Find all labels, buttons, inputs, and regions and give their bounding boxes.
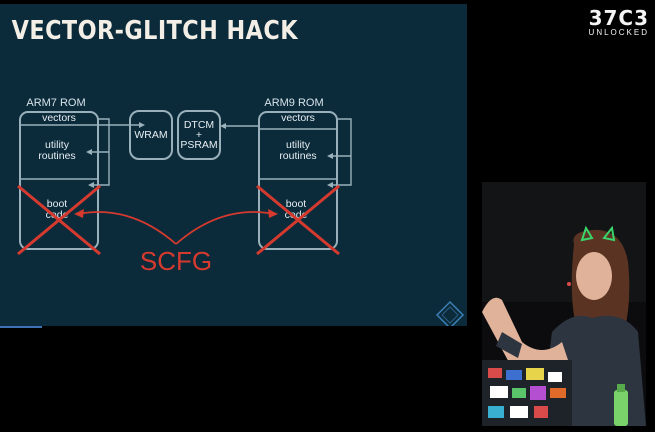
- arm9-rom-label: ARM9 ROM: [264, 97, 323, 109]
- dtcm-psram-box: [177, 110, 221, 160]
- dtcm-psram-label: DTCM+PSRAM: [180, 119, 217, 151]
- scfg-arrow-right: [175, 211, 275, 245]
- logo-sub-text: UNLOCKED: [588, 28, 649, 37]
- wram-label: WRAM: [134, 129, 167, 141]
- arm7-boot-cross: [17, 184, 101, 256]
- presentation-slide: VECTOR-GLITCH HACK ARM7 ROM vectors util…: [0, 4, 467, 326]
- scfg-label: SCFG: [140, 246, 212, 276]
- arm7-rom-label: ARM7 ROM: [26, 97, 85, 109]
- slide-progress-bar: [0, 326, 42, 328]
- arrow-head: [88, 182, 94, 188]
- logo-main-text: 37C3: [588, 6, 649, 30]
- arrow-head: [268, 209, 278, 218]
- slide-title: VECTOR-GLITCH HACK: [11, 16, 298, 46]
- arrow-head: [139, 122, 145, 128]
- event-logo: 37C3 UNLOCKED: [565, 8, 649, 38]
- arm9-reset-arrow: [329, 118, 352, 186]
- arm9-boot-cross: [256, 184, 340, 256]
- arrow-head: [327, 182, 333, 188]
- arrow-head: [220, 123, 226, 129]
- slide-nav-icon[interactable]: [435, 300, 465, 326]
- speaker-video: [482, 182, 646, 426]
- scfg-arrow-left: [77, 211, 177, 245]
- arrow-head: [74, 209, 84, 218]
- arrow-head: [327, 153, 333, 159]
- arrow-head: [86, 149, 92, 155]
- arm9-rom-box: [258, 111, 338, 250]
- wram-box: [129, 110, 173, 160]
- arm7-rom-box: [19, 111, 99, 250]
- arm9-vectors-label: vectors: [281, 112, 315, 124]
- arm7-vectors-label: vectors: [42, 112, 76, 124]
- speaker-illustration: [482, 182, 646, 426]
